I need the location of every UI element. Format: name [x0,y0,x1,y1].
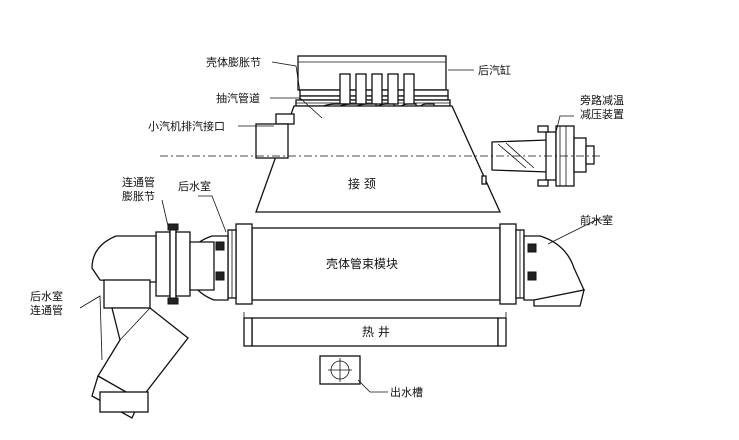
throat-body [255,105,502,213]
label-outlet-sump: 出水槽 [390,385,423,399]
label-hotwell: 热 井 [362,325,390,339]
label-shell-expansion-joint: 壳体膨胀节 [206,55,261,69]
label-shell-tube-module: 壳体管束模块 [326,256,398,271]
connecting-pipe-expansion-joint [155,223,215,305]
front-water-box [523,235,585,307]
label-rear-water-box-top: 后水室 [178,179,211,193]
label-rear-water-box-pipe-line2: 连通管 [30,303,63,317]
hotwell [243,312,507,347]
label-front-water-box: 前水室 [580,213,613,227]
label-rear-exhaust-hood: 后汽缸 [478,63,511,77]
label-extraction-pipe: 抽汽管道 [216,91,260,105]
shell-tube-module [227,223,525,305]
label-bypass-line2: 减压装置 [580,108,624,121]
label-throat: 接 颈 [348,176,376,191]
label-rear-water-box-pipe-line1: 后水室 [30,289,63,303]
label-connecting-pipe-line1: 连通管 [122,175,155,189]
label-small-turbine-exhaust: 小汽机排汽接口 [148,119,225,133]
label-connecting-pipe-line2: 膨胀节 [122,189,155,203]
rear-water-box-connecting-pipe [91,235,189,419]
leader-lines [79,61,612,393]
outlet-sump [319,355,361,385]
small-turbine-exhaust-connection [255,113,295,159]
label-bypass-line1: 旁路减温 [580,93,624,107]
